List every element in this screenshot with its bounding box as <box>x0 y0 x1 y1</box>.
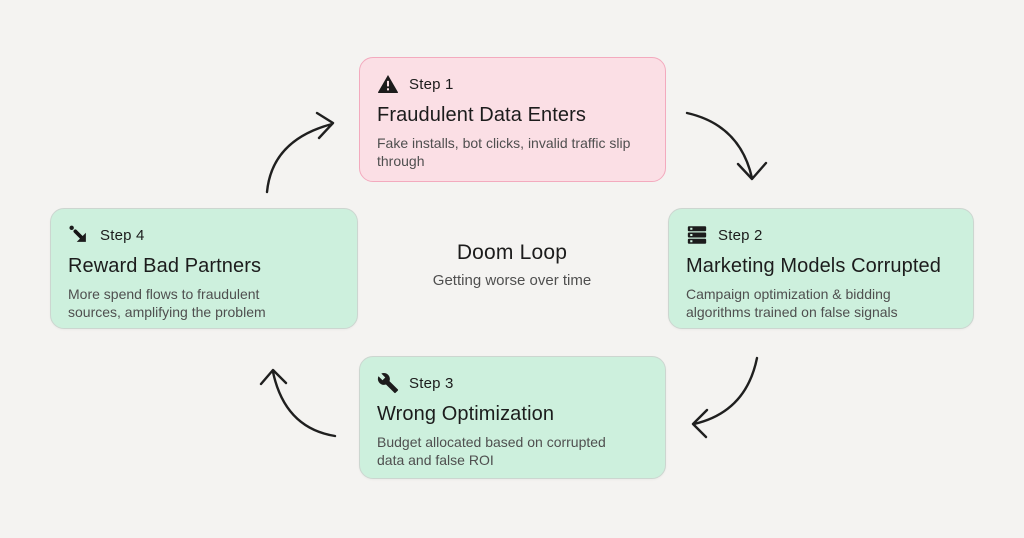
step-4-card: Step 4 Reward Bad Partners More spend fl… <box>50 208 358 329</box>
step-label: Step 2 <box>718 226 763 244</box>
step-1-card: Step 1 Fraudulent Data Enters Fake insta… <box>359 57 666 182</box>
step-description: More spend flows to fraudulent sources, … <box>68 286 266 321</box>
step-2-card: Step 2 Marketing Models Corrupted Campai… <box>668 208 974 329</box>
step-description: Budget allocated based on corrupted data… <box>377 434 606 469</box>
center-label: Doom Loop Getting worse over time <box>352 241 672 289</box>
step-1-header: Step 1 <box>377 73 648 95</box>
server-stack-icon <box>686 224 708 246</box>
step-title: Reward Bad Partners <box>68 255 262 277</box>
warning-icon <box>377 73 399 95</box>
step-title: Marketing Models Corrupted <box>686 255 941 277</box>
step-label: Step 4 <box>100 226 145 244</box>
step-title: Wrong Optimization <box>377 403 555 425</box>
step-title: Fraudulent Data Enters <box>377 104 586 126</box>
arrow-step2-to-step3 <box>691 356 759 439</box>
step-3-header: Step 3 <box>377 372 648 394</box>
diagram-title: Doom Loop <box>456 241 568 264</box>
arrow-step4-to-step1 <box>265 111 335 194</box>
step-description: Campaign optimization & bidding algorith… <box>686 286 898 321</box>
step-label: Step 3 <box>409 374 454 392</box>
arrow-step1-to-step2 <box>685 111 768 181</box>
arrow-step3-to-step4 <box>259 368 337 438</box>
wrench-icon <box>377 372 399 394</box>
step-2-header: Step 2 <box>686 224 956 246</box>
arrow-down-right-icon <box>68 224 90 246</box>
step-label: Step 1 <box>409 75 454 93</box>
diagram-subtitle: Getting worse over time <box>432 272 592 289</box>
step-3-card: Step 3 Wrong Optimization Budget allocat… <box>359 356 666 479</box>
step-description: Fake installs, bot clicks, invalid traff… <box>377 135 631 170</box>
step-4-header: Step 4 <box>68 224 340 246</box>
